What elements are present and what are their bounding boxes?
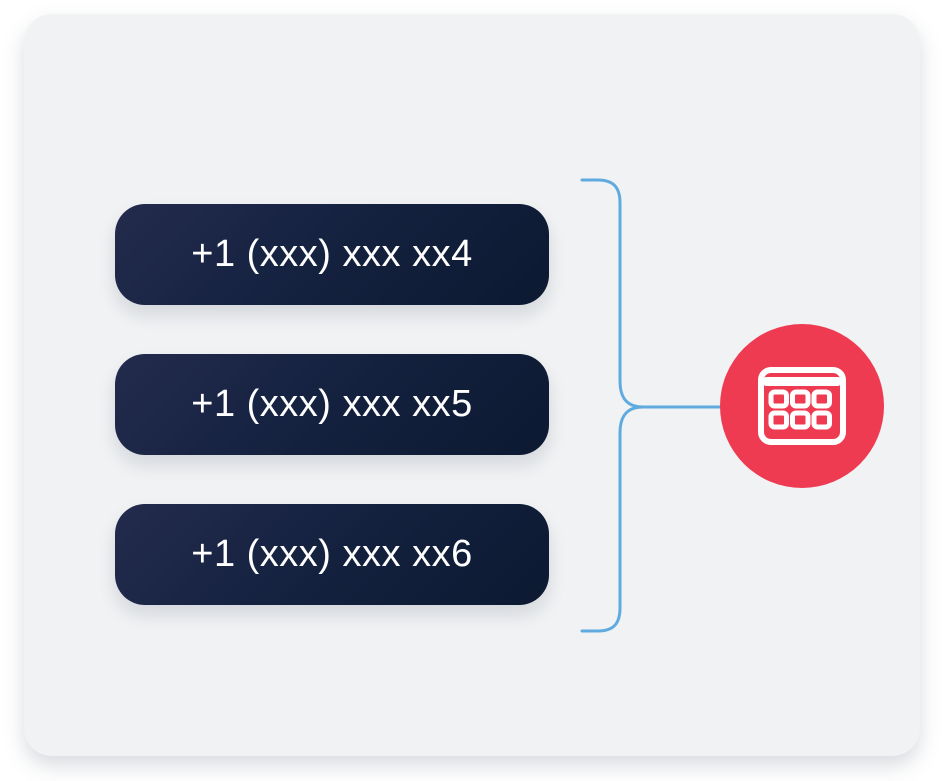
phone-number-pill-3: +1 (xxx) xxx xx6 [115,504,549,605]
brace-path [580,178,724,633]
brace-connector [580,178,724,633]
background-card: +1 (xxx) xxx xx4 +1 (xxx) xxx xx5 +1 (xx… [24,14,920,756]
phone-number-pill-2: +1 (xxx) xxx xx5 [115,354,549,455]
phone-number-pill-1: +1 (xxx) xxx xx4 [115,204,549,305]
phone-number-text-2: +1 (xxx) xxx xx5 [191,383,473,425]
keypad-cells [768,389,832,430]
number-pool-badge [720,324,884,488]
keypad-frame [758,367,846,445]
phone-number-text-3: +1 (xxx) xxx xx6 [191,533,473,575]
phone-number-text-1: +1 (xxx) xxx xx4 [191,233,473,275]
keypad-header-bar [764,377,840,386]
keypad-grid-icon [758,367,846,445]
